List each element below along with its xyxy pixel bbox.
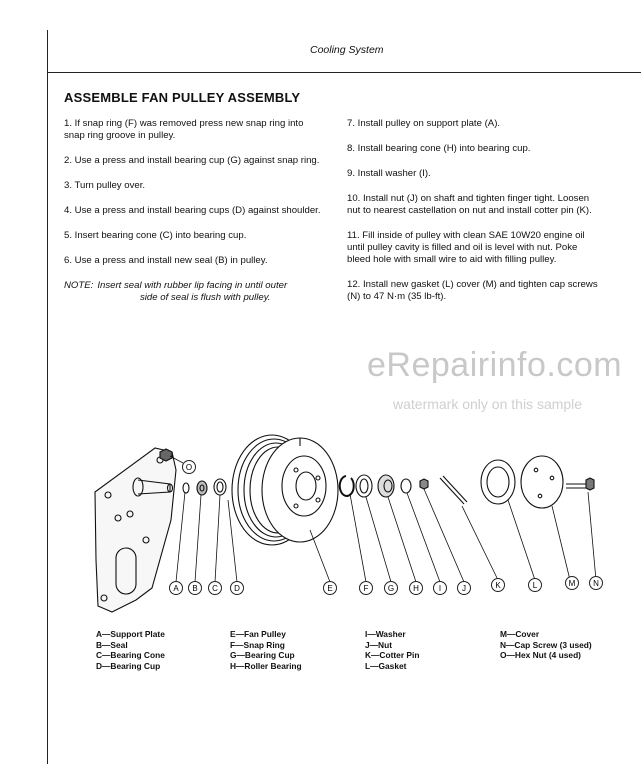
callout-labels: A B C D E F G H I J K L M N O (169, 460, 603, 595)
legend-item: F—Snap Ring (230, 639, 285, 650)
step-10: 10. Install nut (J) on shaft and tighten… (347, 193, 592, 216)
step-5: 5. Insert bearing cone (C) into bearing … (64, 230, 247, 241)
watermark-text: eRepairinfo.com (367, 346, 623, 384)
note-block: NOTE:Insert seal with rubber lip facing … (64, 280, 322, 304)
step-2: 2. Use a press and install bearing cup (… (64, 155, 320, 166)
note-label: NOTE: (64, 280, 94, 291)
svg-text:O: O (186, 463, 192, 472)
callout-b: B (188, 581, 202, 595)
step-1: 1. If snap ring (F) was removed press ne… (64, 118, 304, 141)
legend-item: N—Cap Screw (3 used) (500, 639, 592, 650)
svg-text:K: K (495, 581, 501, 590)
svg-text:I: I (439, 584, 441, 593)
svg-text:G: G (388, 584, 394, 593)
legend-item: B—Seal (96, 639, 128, 650)
legend-item: D—Bearing Cup (96, 660, 161, 671)
callout-k: K (491, 578, 505, 592)
callout-i: I (433, 581, 447, 595)
bearing-cup-part (213, 478, 227, 496)
page-title: ASSEMBLE FAN PULLEY ASSEMBLY (64, 90, 301, 105)
legend-item: L—Gasket (365, 660, 407, 671)
svg-text:D: D (234, 584, 240, 593)
nut-part (419, 478, 429, 490)
callout-h: H (409, 581, 423, 595)
gasket-part (480, 459, 516, 505)
note-line-2: side of seal is flush with pulley. (140, 292, 271, 303)
svg-text:A: A (173, 584, 179, 593)
legend-item: E—Fan Pulley (230, 629, 286, 639)
callout-f: F (359, 581, 373, 595)
legend-col-4: M—Cover N—Cap Screw (3 used) O—Hex Nut (… (500, 629, 592, 661)
step-12: 12. Install new gasket (L) cover (M) and… (347, 279, 598, 302)
fan-pulley-part (231, 434, 339, 546)
callout-d: D (230, 581, 244, 595)
legend-item: J—Nut (365, 639, 392, 650)
callout-e: E (323, 581, 337, 595)
bearing-cone-part (196, 480, 208, 496)
svg-text:H: H (413, 584, 419, 593)
callout-g: G (384, 581, 398, 595)
snap-ring-part (338, 475, 355, 497)
svg-text:F: F (364, 584, 369, 593)
step-6: 6. Use a press and install new seal (B) … (64, 255, 268, 266)
legend-item: O—Hex Nut (4 used) (500, 650, 581, 661)
callout-l: L (528, 578, 542, 592)
svg-text:E: E (327, 584, 332, 593)
step-8: 8. Install bearing cone (H) into bearing… (347, 143, 531, 154)
svg-text:L: L (533, 581, 538, 590)
legend-col-1: A—Support Plate B—Seal C—Bearing Cone D—… (96, 629, 165, 671)
callout-a: A (169, 581, 183, 595)
legend-col-2: E—Fan Pulley F—Snap Ring G—Bearing Cup H… (230, 629, 302, 671)
cap-screw-part (566, 477, 595, 491)
cotter-pin-part (439, 475, 468, 505)
step-11: 11. Fill inside of pulley with clean SAE… (347, 230, 585, 265)
legend-item: H—Roller Bearing (230, 660, 302, 671)
svg-text:N: N (593, 579, 599, 588)
legend-col-3: I—Washer J—Nut K—Cotter Pin L—Gasket (365, 629, 419, 671)
svg-text:C: C (212, 584, 218, 593)
legend-item: K—Cotter Pin (365, 650, 420, 661)
watermark-subtext: watermark only on this sample (393, 396, 583, 412)
svg-text:M: M (569, 579, 576, 588)
legend-item: G—Bearing Cup (230, 650, 295, 661)
callout-m: M (565, 576, 579, 590)
hex-nut-part (159, 448, 173, 462)
callout-c: C (208, 581, 222, 595)
bearing-cup-g-part (355, 474, 373, 498)
step-7: 7. Install pulley on support plate (A). (347, 118, 501, 129)
support-plate-part (94, 447, 177, 613)
svg-text:J: J (462, 584, 466, 593)
callout-o: O (182, 460, 196, 474)
roller-bearing-part (377, 474, 395, 498)
steps-left-column: 1. If snap ring (F) was removed press ne… (64, 118, 322, 304)
callout-j: J (457, 581, 471, 595)
callout-n: N (589, 576, 603, 590)
legend-item: C—Bearing Cone (96, 650, 165, 661)
section-title: Cooling System (310, 44, 384, 56)
cover-part (520, 455, 564, 509)
header-frame (47, 30, 641, 73)
steps-right-column: 7. Install pulley on support plate (A). … (347, 118, 603, 316)
legend-item: M—Cover (500, 629, 540, 639)
seal-part (182, 482, 190, 494)
legend-item: A—Support Plate (96, 629, 165, 639)
step-3: 3. Turn pulley over. (64, 180, 146, 191)
note-line-1: Insert seal with rubber lip facing in un… (97, 280, 288, 291)
legend-item: I—Washer (365, 629, 406, 639)
step-9: 9. Install washer (I). (347, 168, 431, 179)
step-4: 4. Use a press and install bearing cups … (64, 205, 321, 216)
page-border (47, 72, 48, 764)
washer-part (400, 478, 412, 494)
svg-text:B: B (192, 584, 197, 593)
